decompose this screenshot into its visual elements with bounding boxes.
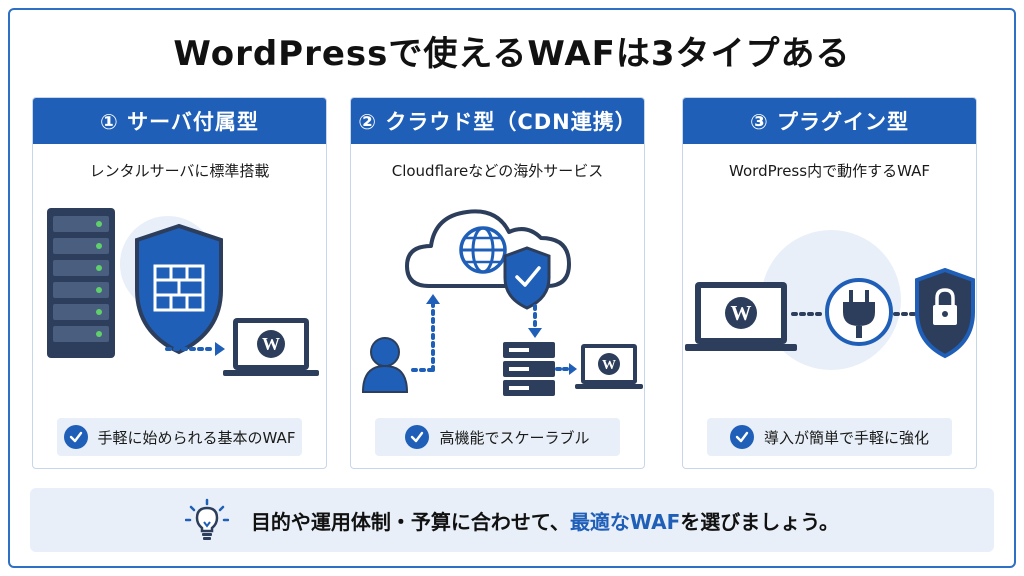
firewall-shield-icon — [135, 223, 223, 355]
dotted-arrow-down — [528, 304, 542, 338]
card-feature-text: 手軽に始められる基本のWAF — [97, 428, 296, 447]
tip-text: 目的や運用体制・予算に合わせて、最適なWAFを選びましょう。 — [251, 506, 839, 535]
card-server-type: ① サーバ付属型 レンタルサーバに標準搭載 — [32, 97, 327, 469]
wordpress-laptop-icon: W — [685, 282, 797, 351]
card-heading: ③ プラグイン型 — [683, 98, 976, 144]
tip-bar: 目的や運用体制・予算に合わせて、最適なWAFを選びましょう。 — [30, 488, 994, 552]
dotted-arrow-right — [555, 363, 577, 375]
plug-icon — [825, 278, 893, 346]
svg-text:W: W — [262, 334, 280, 354]
tip-text-highlight: 最適なWAF — [569, 509, 681, 534]
card-feature-text: 導入が簡単で手軽に強化 — [763, 428, 929, 447]
card-plugin-type: ③ プラグイン型 WordPress内で動作するWAF W — [682, 97, 977, 469]
svg-text:W: W — [731, 301, 752, 325]
wordpress-laptop-icon: W — [575, 344, 643, 389]
card-heading: ② クラウド型（CDN連携） — [351, 98, 644, 144]
card-subtitle: WordPress内で動作するWAF — [729, 162, 930, 180]
card-feature: 手軽に始められる基本のWAF — [57, 418, 302, 456]
check-circle-icon — [63, 425, 88, 449]
card-heading: ① サーバ付属型 — [33, 98, 326, 144]
wordpress-laptop-icon: W — [223, 318, 319, 376]
check-circle-icon — [405, 425, 430, 449]
card-illustration: W — [47, 208, 319, 376]
lock-shield-icon — [915, 267, 975, 359]
tip-text-before: 目的や運用体制・予算に合わせて、 — [250, 509, 570, 534]
dotted-arrow-up — [411, 294, 440, 372]
card-subtitle: レンタルサーバに標準搭載 — [89, 162, 270, 180]
server-rack-icon — [47, 208, 115, 358]
check-circle-icon — [729, 425, 754, 449]
check-shield-icon — [503, 246, 551, 310]
user-icon — [361, 337, 409, 393]
svg-text:W: W — [602, 358, 616, 373]
server-icon — [503, 342, 555, 396]
card-illustration: W — [685, 230, 975, 370]
page-title: WordPressで使えるWAFは3タイプある — [173, 34, 851, 74]
tip-text-after: を選びましょう。 — [680, 509, 840, 534]
card-feature-text: 高機能でスケーラブル — [439, 428, 590, 447]
card-subtitle: Cloudflareなどの海外サービス — [391, 162, 604, 180]
card-feature: 高機能でスケーラブル — [375, 418, 620, 456]
card-cloud-type: ② クラウド型（CDN連携） Cloudflareなどの海外サービス — [350, 97, 645, 469]
card-feature: 導入が簡単で手軽に強化 — [707, 418, 952, 456]
lightbulb-icon — [184, 498, 229, 540]
card-illustration: W — [361, 209, 643, 396]
dotted-arrow — [165, 342, 225, 356]
